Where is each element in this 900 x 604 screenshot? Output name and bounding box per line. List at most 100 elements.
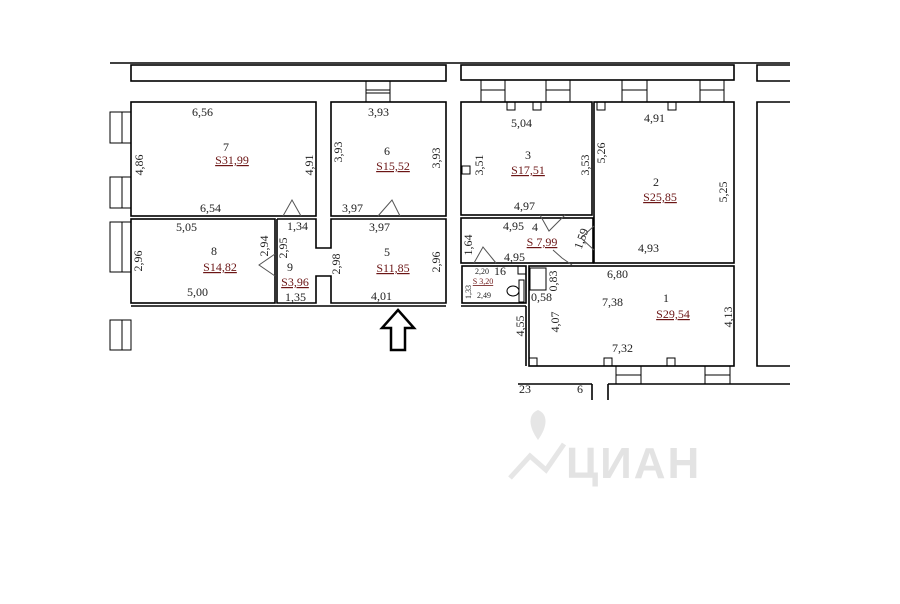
partial-labels: 23 6 4,55	[513, 316, 583, 397]
dimension-label: 2,94	[257, 236, 271, 257]
bathtub	[529, 267, 547, 291]
plan-line	[517, 265, 527, 275]
dimension-label: 7,38	[602, 295, 623, 309]
plan-line	[480, 79, 506, 103]
map-pin-icon	[530, 410, 546, 440]
dimension-label: 7	[223, 140, 229, 154]
toilet	[506, 285, 520, 297]
plan-line	[593, 101, 735, 264]
dimension-label: 2,20	[475, 267, 489, 276]
dimension-label: 1	[663, 291, 669, 305]
dimension-label: S25,85	[643, 190, 677, 204]
dimension-label: 4,86	[132, 155, 146, 176]
plan-line	[461, 265, 527, 304]
dimension-label: S17,51	[511, 163, 545, 177]
plan-line	[603, 357, 613, 367]
room-7: 6,56 4,86 4,91 6,54 7 S31,99	[132, 105, 316, 215]
plan-line	[460, 101, 593, 216]
dimension-label: 5,05	[176, 220, 197, 234]
dimension-label: 6,56	[192, 105, 213, 119]
watermark-logo-mark	[508, 442, 567, 480]
plan-line	[621, 79, 648, 103]
dimension-label: 6,54	[200, 201, 221, 215]
plan-line	[596, 101, 606, 111]
dimension-label: 3,97	[369, 220, 390, 234]
plan-line	[580, 225, 595, 251]
dimension-label: 5	[384, 245, 390, 259]
room-5: 3,97 2,96 4,01 5 S11,85	[369, 220, 443, 303]
dimension-label: 1,34	[287, 219, 308, 233]
dimension-label: 4,07	[548, 312, 562, 333]
room-1: 6,80 7,38 4,07 4,13 7,32 1 S29,54	[548, 267, 735, 355]
room-6: 3,93 3,93 3,93 3,97 6 S15,52	[331, 105, 443, 215]
dimension-label: 2,95	[276, 238, 290, 259]
plan-line	[258, 253, 276, 277]
plan-line	[756, 101, 790, 367]
dimension-label: 2,96	[429, 252, 443, 273]
plan-line	[460, 64, 735, 81]
room-3: 5,04 3,51 3,53 4,97 3 S17,51	[472, 116, 592, 213]
dimension-label: S3,96	[281, 275, 309, 289]
plan-line	[130, 218, 276, 304]
dimension-label: 7,32	[612, 341, 633, 355]
dimension-label: 4,13	[721, 307, 735, 328]
dimension-label: S 3,20	[473, 277, 493, 286]
dimension-label: 3	[525, 148, 531, 162]
dimension-label: 8	[211, 244, 217, 258]
dimension-label: 5,26	[594, 143, 608, 164]
dimension-label: 3,51	[472, 155, 486, 176]
plan-line	[667, 101, 677, 111]
plan-line	[276, 218, 447, 304]
cian-watermark: ЦИАН	[508, 410, 701, 488]
plan-line	[539, 214, 566, 232]
dimension-label: 4,95	[503, 219, 524, 233]
plan-line	[666, 357, 676, 367]
plan-line	[109, 221, 132, 273]
plan-line	[460, 217, 594, 264]
dimension-label: 6,80	[607, 267, 628, 281]
dimension-label: 1,35	[285, 290, 306, 304]
dimension-label: 5,25	[716, 182, 730, 203]
dimension-label: 23	[519, 382, 531, 396]
plan-line	[109, 319, 132, 351]
dimension-label: 5,00	[187, 285, 208, 299]
walls	[109, 62, 790, 400]
watermark-text: ЦИАН	[566, 439, 701, 488]
dimension-label: 4	[532, 220, 538, 234]
plan-line	[545, 79, 571, 103]
dimension-label: 1,64	[461, 235, 475, 256]
plan-line	[506, 101, 516, 111]
plan-line	[473, 246, 497, 264]
dimension-label: 4,91	[644, 111, 665, 125]
room-8: 5,05 2,96 2,94 5,00 8 S14,82	[131, 220, 271, 299]
plan-line	[377, 199, 401, 217]
dimension-label: 6	[384, 144, 390, 158]
dimension-label: 4,95	[504, 250, 525, 264]
room-4-corridor: 4,95 1,64 4,95 1,59 4 S 7,99	[461, 219, 591, 264]
entrance-arrow-icon	[379, 308, 417, 352]
room-9: 1,34 2,95 2,98 1,35 9 S3,96	[276, 219, 343, 304]
dimension-label: S15,52	[376, 159, 410, 173]
dimension-label: 2,98	[329, 254, 343, 275]
dimension-label: S29,54	[656, 307, 690, 321]
room-2: 4,91 5,26 5,25 4,93 2 S25,85	[594, 111, 730, 255]
plan-line	[699, 79, 725, 103]
dimension-label: S 7,99	[527, 235, 558, 249]
column-markers	[461, 101, 677, 367]
dimension-label: 2	[653, 175, 659, 189]
dimension-label: 4,55	[513, 316, 527, 337]
dimension-label: 4,93	[638, 241, 659, 255]
dimension-label: 6	[577, 382, 583, 396]
plan-line	[756, 64, 790, 82]
dimension-label: 3,53	[578, 155, 592, 176]
plan-line	[518, 279, 525, 303]
room-16-bathroom: 2,20 1,33 2,49 0,83 0,58 16 S 3,20	[464, 264, 560, 304]
dimension-label: 4,01	[371, 289, 392, 303]
dimension-label: S11,85	[376, 261, 409, 275]
plan-line	[365, 80, 391, 103]
plan-line	[461, 165, 471, 175]
doors	[258, 198, 595, 277]
dimension-label: 16	[494, 264, 506, 278]
dimension-label: 1,59	[571, 226, 591, 251]
